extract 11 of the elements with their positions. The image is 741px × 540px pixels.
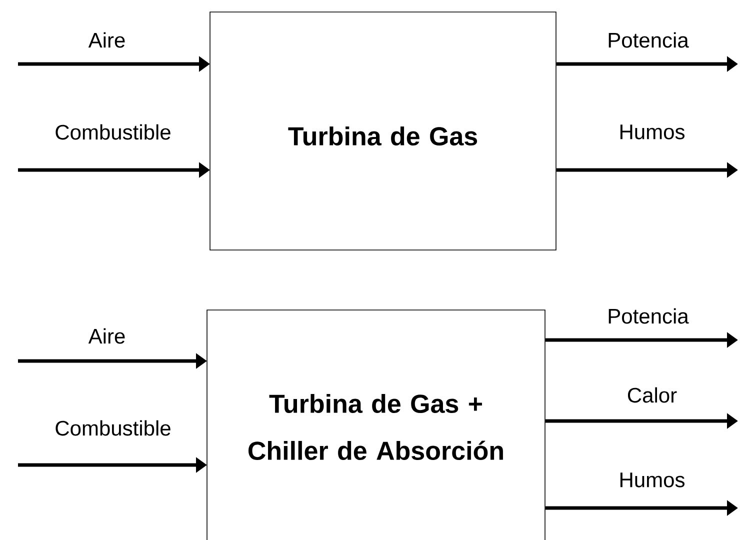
edge-label: Humos — [620, 124, 684, 140]
edge-label: Humos — [620, 472, 684, 488]
edge-label: Aire — [88, 328, 125, 344]
edge-label: Combustible — [56, 420, 170, 436]
edge-label: Aire — [88, 32, 125, 48]
process-box: Turbina de Gas — [210, 12, 556, 250]
edge-label: Calor — [628, 387, 677, 403]
edge-label: Combustible — [56, 124, 170, 140]
edge-label: Potencia — [608, 32, 689, 48]
edge-label: Potencia — [608, 308, 689, 324]
process-box: Turbina de Gas + Chiller de Absorción — [206, 310, 546, 540]
